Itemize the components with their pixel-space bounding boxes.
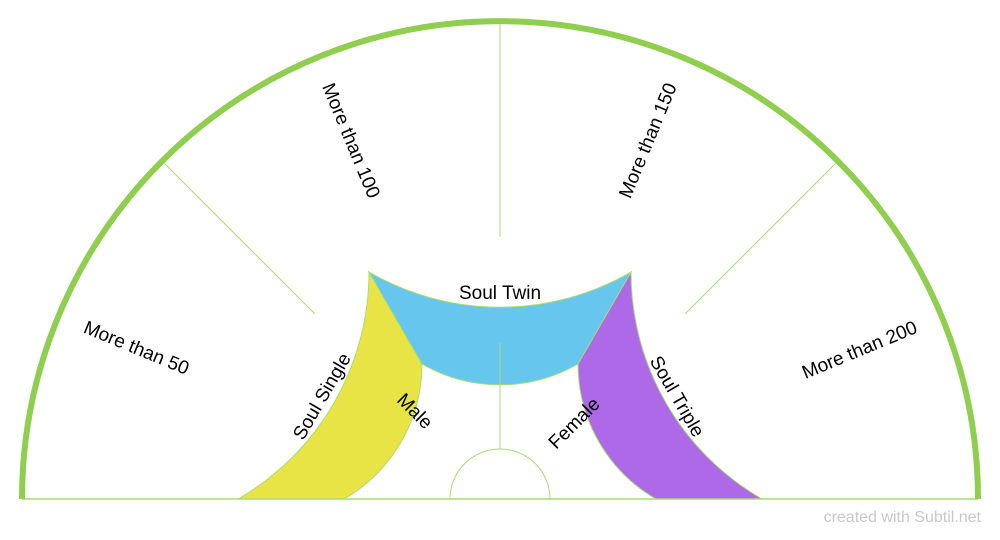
middle-band-soul-single	[236, 270, 423, 500]
middle-label-soul-twin: Soul Twin	[459, 283, 541, 304]
outer-divider-line	[684, 160, 839, 315]
outer-label-more-than-150: More than 150	[615, 80, 681, 201]
middle-band-soul-twin	[367, 270, 633, 386]
middle-band-soul-triple	[577, 270, 764, 500]
credit-watermark: created with Subtil.net	[823, 509, 981, 526]
outer-label-more-than-200: More than 200	[799, 317, 920, 383]
outer-divider-line	[161, 160, 316, 315]
outer-label-more-than-50: More than 50	[80, 317, 191, 379]
outer-arc	[19, 18, 981, 500]
outer-label-more-than-100: More than 100	[317, 80, 383, 201]
hub-arc	[449, 448, 551, 500]
